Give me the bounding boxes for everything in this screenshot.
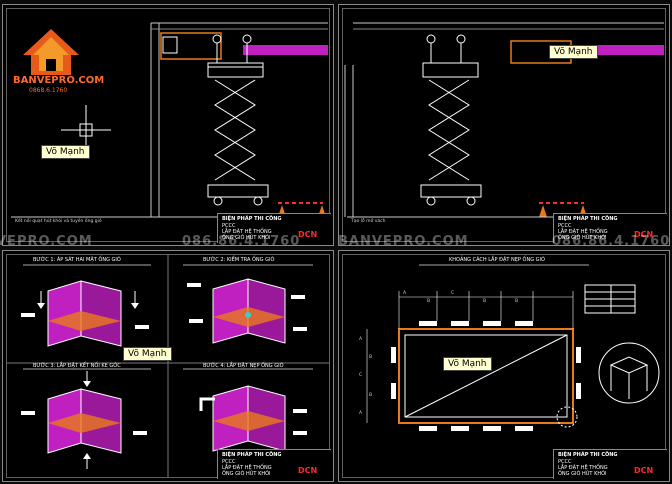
step-divider-lines — [7, 255, 329, 477]
title-block-line1: BIỆN PHÁP THI CÔNG — [558, 452, 618, 458]
title-block-line4: ỐNG GIÓ HÚT KHÓI — [558, 471, 607, 477]
drawing-panel-bottom-right[interactable]: KHOẢNG CÁCH LẮP ĐẶT NẸP ỐNG GIÓ — [338, 250, 670, 482]
title-block-logo: DCN — [634, 466, 654, 475]
scissor-lift-drawing — [11, 22, 328, 218]
brand-logo-text: BANVEPRO.COM — [13, 75, 105, 86]
title-block: BIỆN PHÁP THI CÔNG PCCC LẮP ĐẶT HỆ THỐNG… — [217, 213, 331, 243]
watermark-left: VEPRO.COM — [0, 234, 93, 249]
duct-joint-step-drawings — [21, 278, 307, 469]
panel-inner-frame — [6, 254, 330, 478]
dim-label-b-left: B — [369, 355, 373, 360]
title-block-line4: ỐNG GIÓ HÚT KHÓI — [558, 235, 607, 241]
panel-caption: Kết nối quạt hút khói và tuyến ống gió — [15, 219, 102, 224]
title-block-line1: BIỆN PHÁP THI CÔNG — [222, 452, 282, 458]
title-block-line4: ỐNG GIÓ HÚT KHÓI — [222, 235, 271, 241]
dim-label-a-left-2: A — [359, 411, 363, 416]
author-tag: Võ Mạnh — [549, 45, 598, 59]
dim-label-c-top: C — [451, 291, 455, 296]
watermark-phone-left: 086.86.4.1760 — [182, 234, 301, 249]
title-block: BIỆN PHÁP THI CÔNG PCCC LẮP ĐẶT HỆ THỐNG… — [553, 449, 667, 479]
dim-label-b-top-1: B — [427, 299, 431, 304]
step-1-title: BƯỚC 1: ÁP SÁT HAI MẶT ỐNG GIÓ — [33, 257, 121, 263]
panel-caption: Tạo lỗ mở vách — [351, 219, 386, 224]
drawing-panel-top-left[interactable]: BANVEPRO.COM 0868.6.1760 Võ Mạnh — [2, 4, 334, 246]
author-tag: Võ Mạnh — [443, 357, 492, 371]
duct-flange-spacing-drawing — [366, 264, 660, 431]
title-block-logo: DCN — [298, 466, 318, 475]
watermark-phone-right: 086.86.4.1760 — [552, 234, 671, 249]
title-block-line3: LẮP ĐẶT HỆ THỐNG — [222, 229, 272, 235]
dim-label-a-left: A — [359, 337, 363, 342]
title-block-line3: LẮP ĐẶT HỆ THỐNG — [222, 465, 272, 471]
title-block-line2: PCCC — [558, 223, 572, 229]
house-logo-icon — [23, 29, 79, 75]
title-block-line3: LẮP ĐẶT HỆ THỐNG — [558, 465, 608, 471]
dim-label-b-top-3: B — [515, 299, 519, 304]
author-tag: Võ Mạnh — [123, 347, 172, 361]
dim-label-c-left: C — [359, 373, 363, 378]
title-block: BIỆN PHÁP THI CÔNG PCCC LẮP ĐẶT HỆ THỐNG… — [217, 449, 331, 479]
panel-title: KHOẢNG CÁCH LẮP ĐẶT NẸP ỐNG GIÓ — [449, 257, 545, 263]
title-block-line2: PCCC — [222, 223, 236, 229]
title-block-line1: BIỆN PHÁP THI CÔNG — [558, 216, 618, 222]
scissor-lift-drawing — [344, 22, 664, 218]
title-block-line2: PCCC — [222, 459, 236, 465]
panel-inner-frame — [342, 8, 666, 242]
drawing-panel-bottom-left[interactable]: BƯỚC 1: ÁP SÁT HAI MẶT ỐNG GIÓ BƯỚC 2: K… — [2, 250, 334, 482]
title-block: BIỆN PHÁP THI CÔNG PCCC LẮP ĐẶT HỆ THỐNG… — [553, 213, 667, 243]
title-block-logo: DCN — [634, 230, 654, 239]
brand-phone-text: 0868.6.1760 — [29, 87, 68, 94]
step-3-title: BƯỚC 3: LẮP ĐẶT KẾT NỐI KE GÓC — [33, 363, 121, 369]
panel-inner-frame — [6, 8, 330, 242]
title-block-line2: PCCC — [558, 459, 572, 465]
panel-inner-frame — [342, 254, 666, 478]
dim-label-a-top: A — [403, 291, 407, 296]
author-tag: Võ Mạnh — [41, 145, 90, 159]
dim-label-b-top-2: B — [483, 299, 487, 304]
title-block-logo: DCN — [298, 230, 318, 239]
drawing-panel-top-right[interactable]: Võ Mạnh Tạo lỗ mở vách BIỆN PHÁP THI CÔN… — [338, 4, 670, 246]
title-block-line1: BIỆN PHÁP THI CÔNG — [222, 216, 282, 222]
dim-label-b-left-2: B — [369, 393, 373, 398]
title-block-line3: LẮP ĐẶT HỆ THỐNG — [558, 229, 608, 235]
step-4-title: BƯỚC 4: LẮP ĐẶT NẸP ỐNG GIÓ — [203, 363, 284, 369]
title-block-line4: ỐNG GIÓ HÚT KHÓI — [222, 471, 271, 477]
step-2-title: BƯỚC 2: KIỂM TRA ỐNG GIÓ — [203, 257, 275, 263]
watermark-right: BANVEPRO.COM — [338, 234, 469, 249]
